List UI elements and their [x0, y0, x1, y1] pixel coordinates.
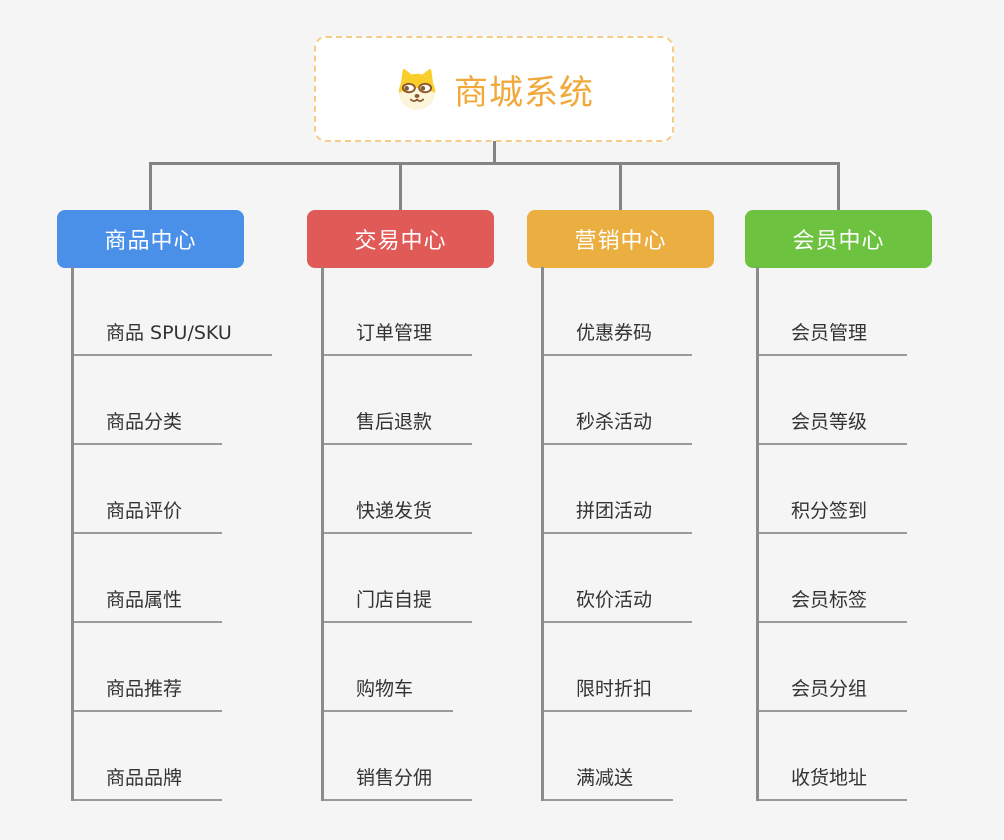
leaf-node[interactable]: 会员分组 [759, 674, 908, 712]
connector-root-stem [493, 141, 496, 162]
leaf-node[interactable]: 会员等级 [759, 407, 908, 445]
leaf-node[interactable]: 收货地址 [759, 763, 908, 801]
branch-product-center[interactable]: 商品中心 [57, 210, 244, 268]
connector-drop-member [837, 162, 840, 210]
leaf-node[interactable]: 拼团活动 [544, 496, 693, 534]
leaf-node[interactable]: 优惠券码 [544, 318, 693, 356]
leaf-node[interactable]: 商品推荐 [74, 674, 223, 712]
leaf-node[interactable]: 门店自提 [324, 585, 473, 623]
leaf-column-trade: 订单管理 售后退款 快递发货 门店自提 购物车 销售分佣 [321, 267, 473, 801]
connector-drop-product [149, 162, 152, 210]
leaf-node[interactable]: 砍价活动 [544, 585, 693, 623]
leaf-node[interactable]: 秒杀活动 [544, 407, 693, 445]
leaf-node[interactable]: 会员管理 [759, 318, 908, 356]
leaf-column-marketing: 优惠券码 秒杀活动 拼团活动 砍价活动 限时折扣 满减送 [541, 267, 693, 801]
branch-marketing-center[interactable]: 营销中心 [527, 210, 714, 268]
connector-trunk [149, 162, 840, 165]
leaf-node[interactable]: 商品分类 [74, 407, 223, 445]
leaf-node[interactable]: 商品品牌 [74, 763, 223, 801]
branch-label: 商品中心 [104, 229, 197, 254]
root-node-mall-system[interactable]: 商城系统 [314, 36, 674, 142]
connector-drop-trade [399, 162, 402, 210]
leaf-column-product: 商品 SPU/SKU 商品分类 商品评价 商品属性 商品推荐 商品品牌 [71, 267, 272, 801]
leaf-node[interactable]: 售后退款 [324, 407, 473, 445]
branch-label: 交易中心 [354, 229, 447, 254]
leaf-node[interactable]: 商品评价 [74, 496, 223, 534]
leaf-node[interactable]: 积分签到 [759, 496, 908, 534]
branch-label: 会员中心 [792, 229, 885, 254]
leaf-node[interactable]: 快递发货 [324, 496, 473, 534]
branch-member-center[interactable]: 会员中心 [745, 210, 932, 268]
leaf-node[interactable]: 销售分佣 [324, 763, 473, 801]
dog-face-icon [398, 68, 436, 110]
leaf-node[interactable]: 会员标签 [759, 585, 908, 623]
connector-drop-marketing [619, 162, 622, 210]
branch-label: 营销中心 [574, 229, 667, 254]
leaf-node[interactable]: 满减送 [544, 763, 674, 801]
leaf-node[interactable]: 限时折扣 [544, 674, 693, 712]
branch-trade-center[interactable]: 交易中心 [307, 210, 494, 268]
leaf-node[interactable]: 商品 SPU/SKU [74, 318, 272, 356]
leaf-node[interactable]: 购物车 [324, 674, 454, 712]
root-title: 商城系统 [454, 72, 594, 113]
leaf-node[interactable]: 订单管理 [324, 318, 473, 356]
leaf-node[interactable]: 商品属性 [74, 585, 223, 623]
leaf-column-member: 会员管理 会员等级 积分签到 会员标签 会员分组 收货地址 [756, 267, 908, 801]
